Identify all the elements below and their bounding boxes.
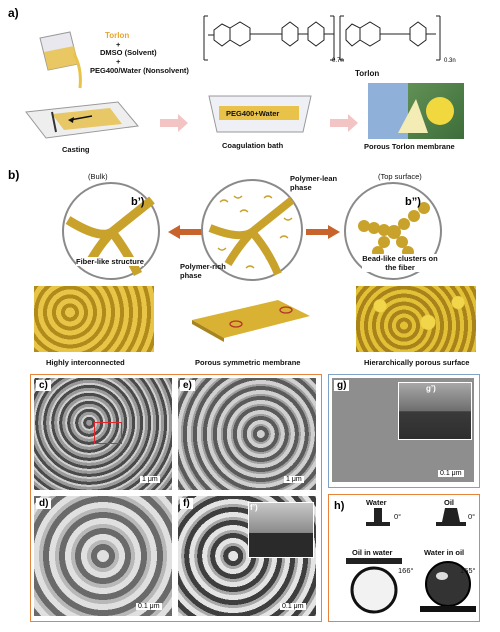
oil-label: Oil	[444, 498, 455, 507]
porous-membrane-label: Porous Torlon membrane	[364, 142, 455, 151]
arrow-left	[168, 225, 202, 239]
oil-in-water-droplet	[346, 558, 402, 614]
arrow-right-2	[330, 114, 358, 132]
plus-1: +	[116, 40, 121, 49]
bath-text: PEG400+Water	[226, 109, 280, 118]
sem-f-scale: 0.1 μm	[280, 603, 306, 610]
casting-label: Casting	[62, 145, 90, 154]
torlon-chemical-structure	[203, 15, 441, 61]
fiber-like-label: Fiber-like structure	[76, 257, 144, 266]
panel-h-label: h)	[334, 500, 345, 512]
angle-oiw: 166°	[398, 566, 414, 575]
water-label: Water	[366, 498, 387, 507]
bulk-fiber-circle	[62, 182, 160, 280]
coagulation-bath-label: Coagulation bath	[222, 141, 284, 150]
polymer-lean-label: Polymer-lean phase	[290, 174, 338, 192]
sem-g-inset-label: g’)	[426, 384, 436, 393]
sem-orange-frame	[30, 374, 322, 622]
plus-2: +	[116, 57, 121, 66]
sem-f-label: f)	[180, 498, 193, 509]
porous-symmetric-render	[188, 296, 314, 342]
arrow-right-b	[306, 225, 340, 239]
sem-c-label: c)	[36, 380, 51, 391]
torlon-text: Torlon	[105, 31, 130, 40]
dmso-text: DMSO (Solvent)	[100, 48, 157, 57]
sem-d-scale: 0.1 μm	[136, 603, 162, 610]
sem-e-label: e)	[180, 380, 195, 391]
sub-03: 0.3n	[444, 58, 456, 64]
oil-in-water-label: Oil in water	[352, 548, 393, 557]
sem-f-inset	[248, 502, 314, 558]
sub-07: 0.7n	[332, 58, 344, 64]
sem-d	[34, 496, 172, 616]
sem-e-scale: 1 μm	[284, 476, 304, 483]
membrane-photo	[368, 83, 464, 139]
hier-porous-render	[356, 286, 476, 352]
structure-name: Torlon	[355, 69, 380, 78]
peg-water-text: PEG400/Water (Nonsolvent)	[90, 66, 189, 75]
interconnected-render	[34, 286, 154, 352]
sem-blue-frame	[328, 374, 480, 488]
water-in-oil-droplet	[420, 561, 476, 612]
phase-circle	[201, 179, 303, 281]
water-droplet	[366, 508, 390, 526]
sem-g-scale: 0.1 μm	[438, 470, 464, 477]
bulk-label: (Bulk)	[88, 172, 108, 181]
sem-d-label: d)	[36, 498, 52, 509]
panel-a-label: a)	[8, 6, 19, 20]
sem-f-inset-label: f’)	[250, 503, 258, 512]
porous-symmetric-label: Porous symmetric membrane	[195, 358, 301, 367]
pouring-beaker-illustration	[39, 31, 82, 89]
coagulation-bath	[208, 95, 312, 133]
bead-like-label: Bead-like clusters on the fiber	[362, 254, 438, 272]
water-in-oil-label: Water in oil	[424, 548, 465, 557]
sem-g-label: g)	[334, 380, 350, 391]
sem-c-scale: 1 μm	[140, 476, 160, 483]
b-prime-label: b’)	[131, 196, 145, 208]
polymer-rich-label: Polymer-rich phase	[180, 262, 226, 280]
b-dprime-label: b”)	[405, 196, 421, 208]
casting-plate	[25, 101, 139, 139]
arrow-right-1	[160, 114, 188, 132]
angle-oil: 0°	[468, 512, 476, 521]
sem-g-inset	[398, 382, 472, 440]
angle-water: 0°	[394, 512, 402, 521]
zoom-box	[94, 422, 122, 444]
sem-f	[178, 496, 316, 616]
angle-wio: 165°	[460, 566, 476, 575]
oil-droplet	[436, 508, 466, 526]
sem-e	[178, 378, 316, 490]
panel-b-label: b)	[8, 168, 20, 182]
hier-porous-label: Hierarchically porous surface	[364, 358, 470, 367]
sem-c	[34, 378, 172, 490]
sem-g	[332, 378, 474, 482]
sem-orange-frame-h	[328, 494, 480, 622]
top-surface-label: (Top surface)	[378, 172, 422, 181]
highly-interconnected-label: Highly interconnected	[46, 358, 125, 367]
